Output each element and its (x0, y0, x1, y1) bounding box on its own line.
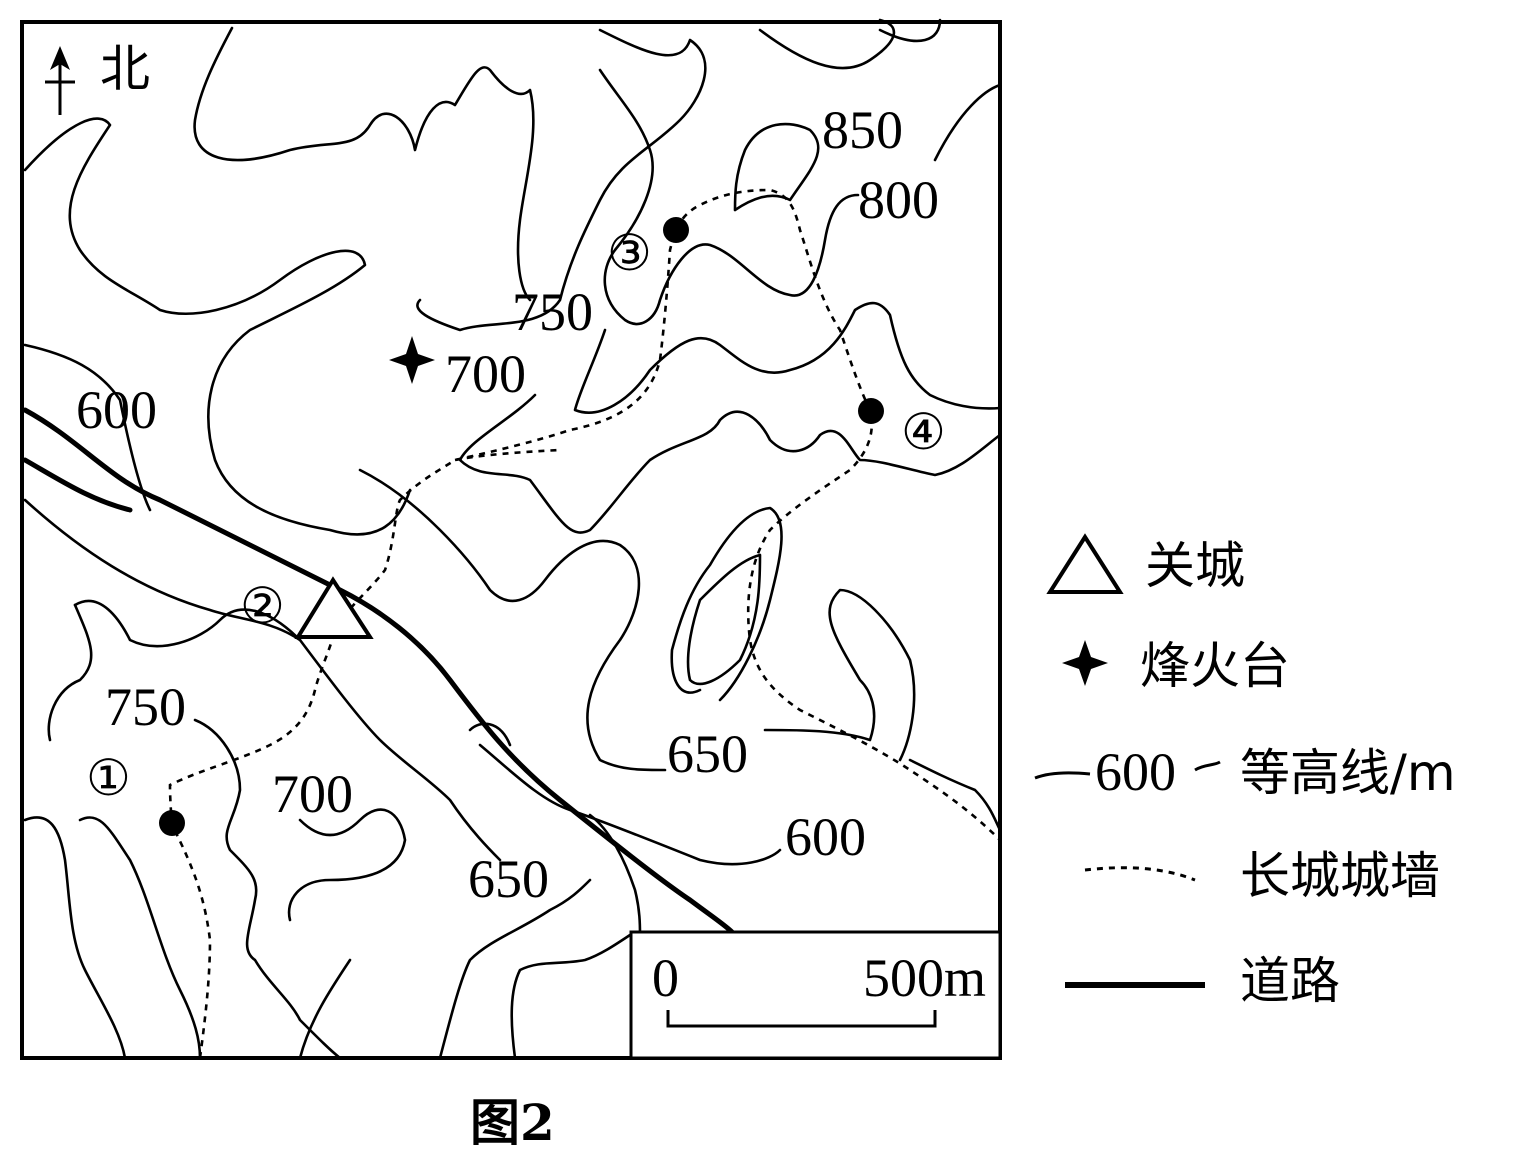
point-label-4: ④ (901, 404, 946, 460)
contour-label-600-east: 600 (785, 807, 866, 867)
point-label-1: ① (86, 750, 131, 806)
great-wall-line (168, 188, 1001, 1059)
legend-label-wall: 长城城墙 (1240, 847, 1440, 905)
legend-label-beacon: 烽火台 (1140, 637, 1290, 695)
road-line (22, 407, 735, 935)
contour-label-750-south: 750 (105, 677, 186, 737)
point-1-dot (159, 810, 185, 836)
point-3-dot (663, 217, 689, 243)
contour-label-700-south: 700 (272, 764, 353, 824)
contour-label-650-east: 650 (667, 724, 748, 784)
legend-triangle-icon (1046, 533, 1124, 594)
point-4-dot (858, 398, 884, 424)
north-label: 北 (100, 41, 150, 97)
legend-contour-sample: 600 (1095, 742, 1176, 802)
legend-label-road: 道路 (1240, 952, 1340, 1010)
contour-label-650-south: 650 (468, 849, 549, 909)
contour-label-600-west: 600 (76, 380, 157, 440)
contour-label-750-north: 750 (512, 282, 593, 342)
scale-start-label: 0 (652, 948, 679, 1008)
legend-contour-left (1034, 771, 1091, 780)
scale-end-label: 500m (863, 948, 986, 1008)
contour-label-800: 800 (858, 170, 939, 230)
legend-label-contour: 等高线/m (1240, 744, 1456, 802)
contour-label-700-north: 700 (445, 344, 526, 404)
road-line-2 (22, 457, 133, 513)
great-wall-line-2 (454, 448, 561, 462)
map-frame (20, 20, 1002, 1060)
legend: 关城 烽火台 600 等高线/m 长城城墙 道路 (1034, 533, 1456, 1010)
figure-caption: 图2 (470, 1093, 555, 1152)
legend-dashed-line (1084, 866, 1196, 882)
point-label-3: ③ (607, 225, 652, 281)
scale-bar: 0 500m (629, 930, 1002, 1060)
contour-label-850: 850 (822, 100, 903, 160)
north-arrow: 北 (45, 41, 150, 115)
pass-fortress-icon (294, 576, 374, 639)
point-label-2: ② (240, 578, 285, 634)
contour-lines (23, 18, 1002, 1060)
legend-contour-right (1194, 760, 1221, 772)
beacon-tower-icon (389, 336, 435, 384)
legend-star-icon (1062, 640, 1108, 686)
legend-label-pass: 关城 (1145, 537, 1245, 595)
